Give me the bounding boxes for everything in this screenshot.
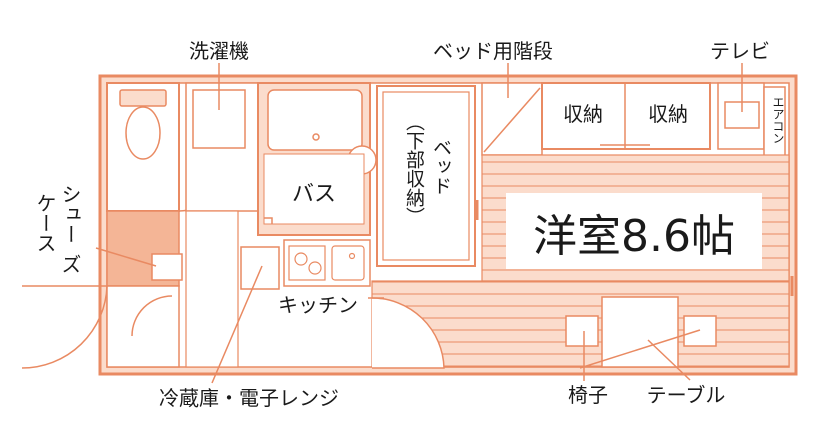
label-table: テーブル [647, 383, 726, 407]
kitchen-door [371, 297, 445, 369]
sink [331, 245, 365, 281]
entrance-door-swing [21, 285, 108, 369]
burner-right [308, 261, 322, 275]
label-bed-stairs: ベッド用階段 [433, 39, 553, 63]
dining-set [565, 296, 717, 381]
toilet-room [106, 82, 225, 212]
label-shoe-line1: シュー [58, 184, 82, 244]
burner-left [294, 252, 308, 266]
bath-drain [312, 133, 320, 141]
label-chair: 椅子 [568, 383, 608, 407]
label-fridge: 冷蔵庫・電子レンジ [159, 386, 339, 410]
washer-area [185, 63, 259, 212]
label-storage-right: 収納 [648, 102, 688, 126]
bed [376, 85, 476, 267]
label-shoe-line2: ケース [33, 193, 57, 253]
toilet-tank [119, 89, 167, 107]
labels: 洗濯機 ベッド用階段 テレビ 収納 収納 エアコン バス ベッド （下部収納） … [33, 39, 785, 410]
kitchen-counter [283, 239, 371, 287]
chair-left [565, 315, 599, 347]
label-kitchen: キッチン [278, 293, 358, 317]
room-name: 洋室8.6帖 [533, 211, 735, 262]
shoe-case-box [151, 253, 183, 281]
shoe-case-area [95, 210, 183, 287]
label-bed-line1: ベッド [430, 138, 452, 195]
entrance [21, 285, 180, 369]
label-shoe-line3: ズ [58, 254, 82, 274]
label-bed-line2: （下部収納） [403, 112, 425, 226]
bathroom [257, 82, 377, 236]
sink-drain [348, 252, 356, 260]
stove [288, 245, 326, 281]
bathtub [267, 89, 363, 151]
label-washer: 洗濯機 [189, 39, 249, 63]
table-box [601, 296, 679, 368]
storage-closets [541, 82, 711, 150]
inner-door-swing [131, 295, 173, 337]
tv-area [717, 63, 786, 160]
room-label-backdrop [506, 193, 762, 269]
label-aircon: エアコン [771, 96, 785, 144]
toilet-bowl [125, 106, 161, 160]
label-storage-left: 収納 [563, 102, 603, 126]
fridge-box [240, 246, 280, 290]
hallway [185, 210, 280, 384]
bath-door-hinge [264, 217, 273, 224]
label-bath: バス [292, 182, 336, 207]
label-tv: テレビ [710, 39, 770, 63]
chair-right [683, 315, 717, 347]
bath-inner [263, 153, 365, 225]
